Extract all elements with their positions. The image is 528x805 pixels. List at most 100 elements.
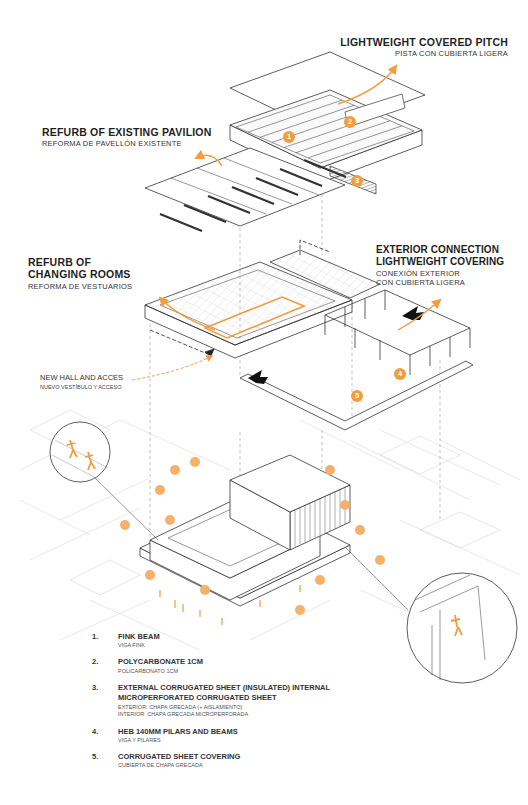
roof-beams — [256, 178, 298, 195]
roof-beams — [304, 160, 346, 177]
subheading: POLICARBONATO 1CM — [118, 668, 358, 674]
roof-beams — [232, 187, 274, 204]
pavilion-roof — [145, 148, 345, 226]
new-hall-arrow — [132, 356, 212, 380]
orange-arrow — [338, 66, 396, 104]
exterior-covering — [240, 361, 473, 430]
legend-entry: 1. — [92, 632, 112, 642]
direction-arrow — [248, 306, 424, 384]
orange-arrow — [160, 298, 215, 330]
tree — [340, 500, 350, 510]
changing-rooms-level — [205, 349, 214, 356]
subheading: NEW HALL AND ACCES — [40, 374, 160, 383]
direction-arrow — [402, 306, 424, 320]
orange-arrow — [160, 66, 440, 330]
callout-number-text: 3 — [355, 177, 359, 185]
legend-entry: POLYCARBONATE 1CM — [118, 657, 358, 667]
detail-circle — [52, 440, 108, 480]
legend-entry: HEB 140MM PILARS AND BEAMS — [118, 727, 358, 737]
roof-beams — [184, 205, 226, 222]
section-heading: LIGHTWEIGHT COVERED PITCH — [296, 36, 508, 48]
roof-beams — [280, 169, 322, 186]
polycarbonate-panel — [330, 166, 376, 194]
changing-rooms-level — [145, 240, 380, 358]
detail-figures — [67, 440, 77, 458]
legend-entry: CORRUGATED SHEET COVERING — [118, 752, 358, 762]
subheading: PISTA CON CUBIERTA LIGERA — [330, 50, 508, 59]
legend-entry: 5. — [92, 752, 112, 762]
tree — [315, 575, 325, 585]
direction-arrow — [248, 370, 268, 384]
site-massing — [295, 510, 296, 547]
detail-circle — [50, 422, 110, 482]
subheading: VIGA Y PILARES — [118, 737, 358, 743]
pavilion-roof — [171, 158, 319, 214]
site-massing — [140, 455, 350, 606]
roof-beams — [160, 214, 202, 231]
tree — [170, 465, 180, 475]
pitch-structure — [248, 100, 342, 132]
site-massing — [305, 505, 306, 542]
callout-number-text: 4 — [398, 370, 402, 378]
changing-rooms-level — [160, 270, 335, 338]
guide-lines — [150, 170, 440, 540]
section-heading: REFURB OF EXISTING PAVILION — [42, 126, 242, 138]
orange-arrow — [398, 300, 440, 330]
guide-lines — [150, 170, 440, 540]
polycarbonate-panel — [330, 94, 405, 194]
callout-number-text: 5 — [355, 392, 359, 400]
pitch-structure — [308, 126, 402, 158]
changing-rooms-level — [150, 240, 330, 355]
people — [160, 585, 300, 625]
new-hall-arrow — [132, 356, 212, 380]
pavilion-roof — [145, 148, 345, 226]
tree — [355, 525, 365, 535]
callout-number: 4 — [394, 368, 406, 380]
tree — [120, 520, 130, 530]
callout-number-text: 2 — [348, 118, 352, 126]
legend-entry: 3. — [92, 683, 112, 693]
tree — [325, 465, 335, 475]
detail-circle — [346, 548, 408, 610]
exterior-frame — [325, 290, 470, 375]
section-heading: REFURB OF CHANGING ROOMS — [28, 256, 138, 280]
subheading: INTERIOR: CHAPA GRECADA MICROPERFORADA — [118, 711, 358, 717]
pitch-structure — [296, 121, 390, 153]
detail-circle — [415, 575, 485, 680]
legend-entry: 2. — [92, 657, 112, 667]
detail-circle — [50, 422, 517, 683]
subheading: CUBIERTA DE CHAPA GRECADA — [118, 762, 358, 768]
tree — [200, 585, 210, 595]
site-massing — [310, 503, 311, 540]
detail-circle — [407, 573, 517, 683]
detail-figures — [451, 615, 462, 636]
subheading: VIGA FINK — [118, 642, 358, 648]
site-massing — [230, 455, 350, 512]
site-massing — [330, 494, 331, 531]
tree — [295, 605, 305, 615]
changing-rooms-level — [145, 262, 352, 345]
subheading: REFORMA DE VESTUARIOS — [28, 283, 158, 292]
subheading: NUEVO VESTÍBULO Y ACCESO — [40, 384, 170, 390]
site-massing — [315, 501, 316, 538]
legend-entry: EXTERNAL CORRUGATED SHEET (INSULATED) IN… — [118, 683, 350, 703]
callout-number: 2 — [344, 116, 356, 128]
site-massing — [295, 487, 345, 547]
subheading: EXTERIOR: CHAPA GRECADA (+ AISLAMIENTO) — [118, 704, 358, 710]
site-massing — [320, 499, 321, 536]
exterior-frame — [325, 290, 470, 355]
callout-number: 1 — [283, 131, 295, 143]
exterior-covering — [240, 361, 473, 430]
callout-number: 5 — [351, 390, 363, 402]
exterior-frame — [325, 290, 470, 375]
pitch-structure — [260, 105, 354, 137]
tree — [165, 515, 175, 525]
callout-number-text: 1 — [287, 133, 291, 141]
site-massing — [325, 496, 326, 533]
polycarbonate-panel — [345, 94, 405, 127]
roof-beams — [160, 160, 346, 231]
detail-circle — [95, 478, 158, 540]
detail-figures — [67, 440, 462, 636]
tree — [190, 457, 200, 467]
